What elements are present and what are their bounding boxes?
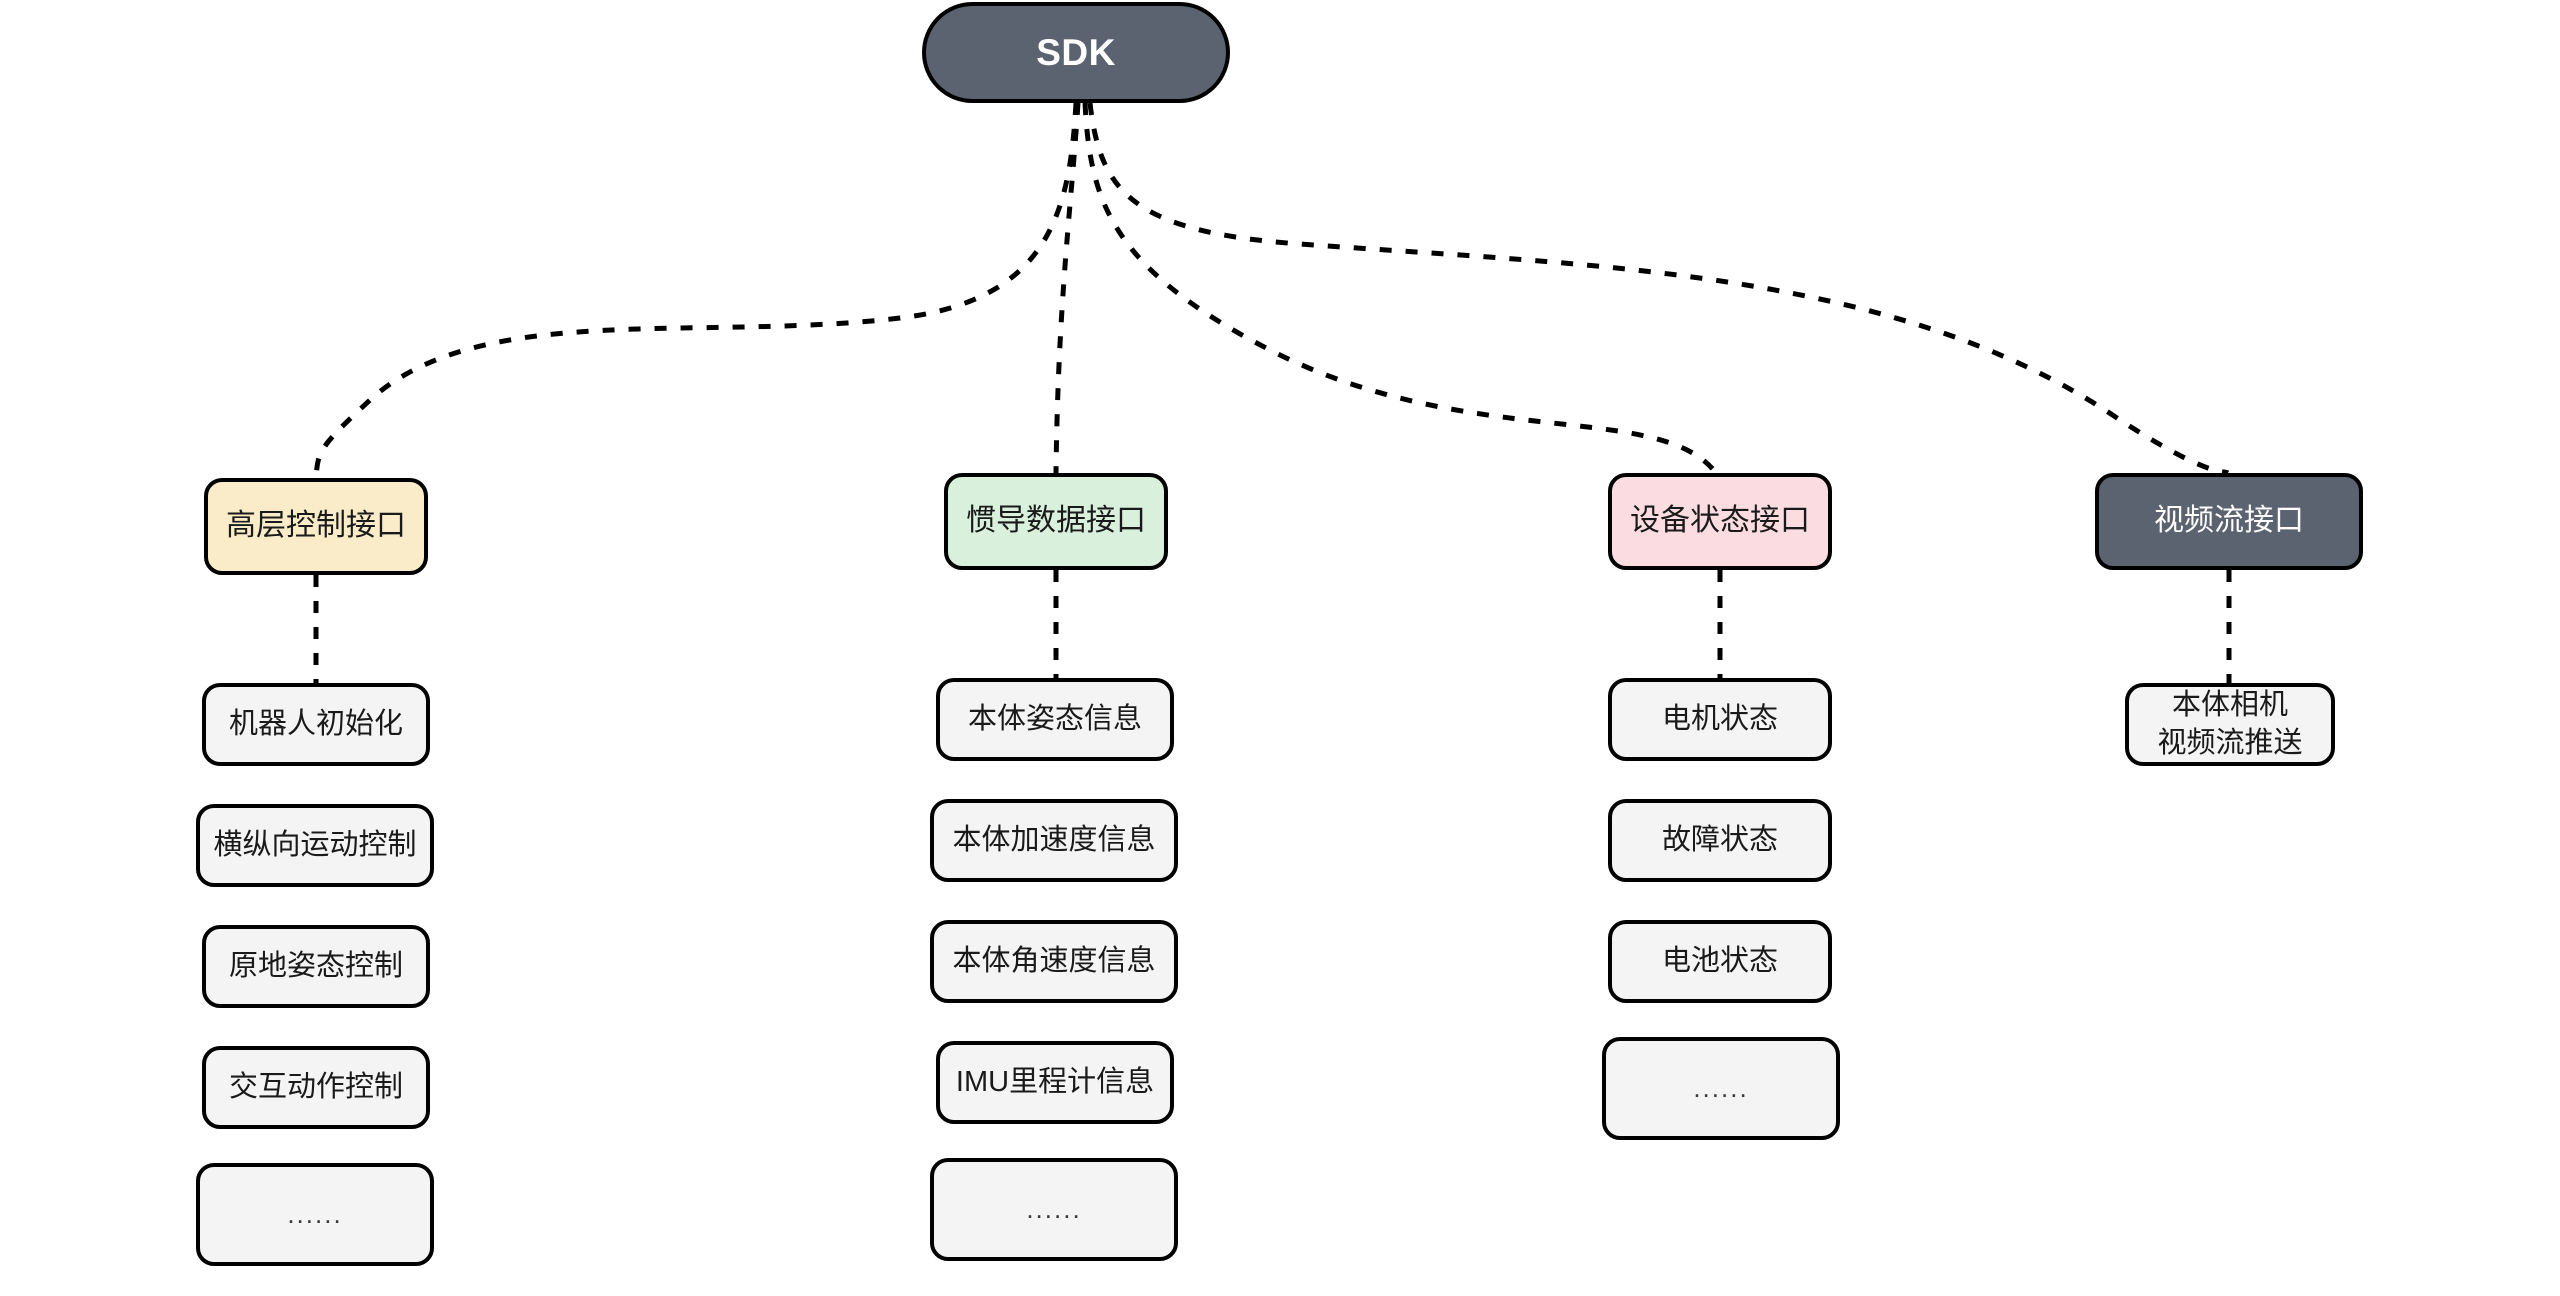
- category-node-device-status[interactable]: 设备状态接口: [1608, 473, 1832, 570]
- leaf-node-inertial-navigation-data-0[interactable]: 本体姿态信息: [936, 678, 1174, 761]
- leaf-node-high-level-control-1[interactable]: 横纵向运动控制: [196, 804, 434, 887]
- leaf-node-video-stream-0[interactable]: 本体相机 视频流推送: [2125, 683, 2335, 766]
- leaf-node-more-inertial-navigation-data[interactable]: ......: [930, 1158, 1178, 1261]
- edge-root-to-device-status: [1082, 102, 1718, 475]
- leaf-node-high-level-control-2[interactable]: 原地姿态控制: [202, 925, 430, 1008]
- category-node-inertial-navigation-data[interactable]: 惯导数据接口: [944, 473, 1168, 570]
- edge-root-to-inertial-navigation-data: [1053, 102, 1081, 474]
- leaf-node-device-status-0[interactable]: 电机状态: [1608, 678, 1832, 761]
- leaf-node-inertial-navigation-data-2[interactable]: 本体角速度信息: [930, 920, 1178, 1003]
- leaf-node-device-status-1[interactable]: 故障状态: [1608, 799, 1832, 882]
- leaf-node-high-level-control-0[interactable]: 机器人初始化: [202, 683, 430, 766]
- edge-root-to-high-level-control: [313, 102, 1079, 479]
- leaf-node-high-level-control-3[interactable]: 交互动作控制: [202, 1046, 430, 1129]
- leaf-node-more-device-status[interactable]: ......: [1602, 1037, 1840, 1140]
- leaf-node-inertial-navigation-data-1[interactable]: 本体加速度信息: [930, 799, 1178, 882]
- edge-root-to-video-stream: [1087, 102, 2230, 476]
- leaf-node-device-status-2[interactable]: 电池状态: [1608, 920, 1832, 1003]
- category-node-video-stream[interactable]: 视频流接口: [2095, 473, 2363, 570]
- sdk-root-node[interactable]: SDK: [922, 2, 1230, 103]
- category-node-high-level-control[interactable]: 高层控制接口: [204, 478, 428, 575]
- leaf-node-inertial-navigation-data-3[interactable]: IMU里程计信息: [936, 1041, 1174, 1124]
- leaf-node-more-high-level-control[interactable]: ......: [196, 1163, 434, 1266]
